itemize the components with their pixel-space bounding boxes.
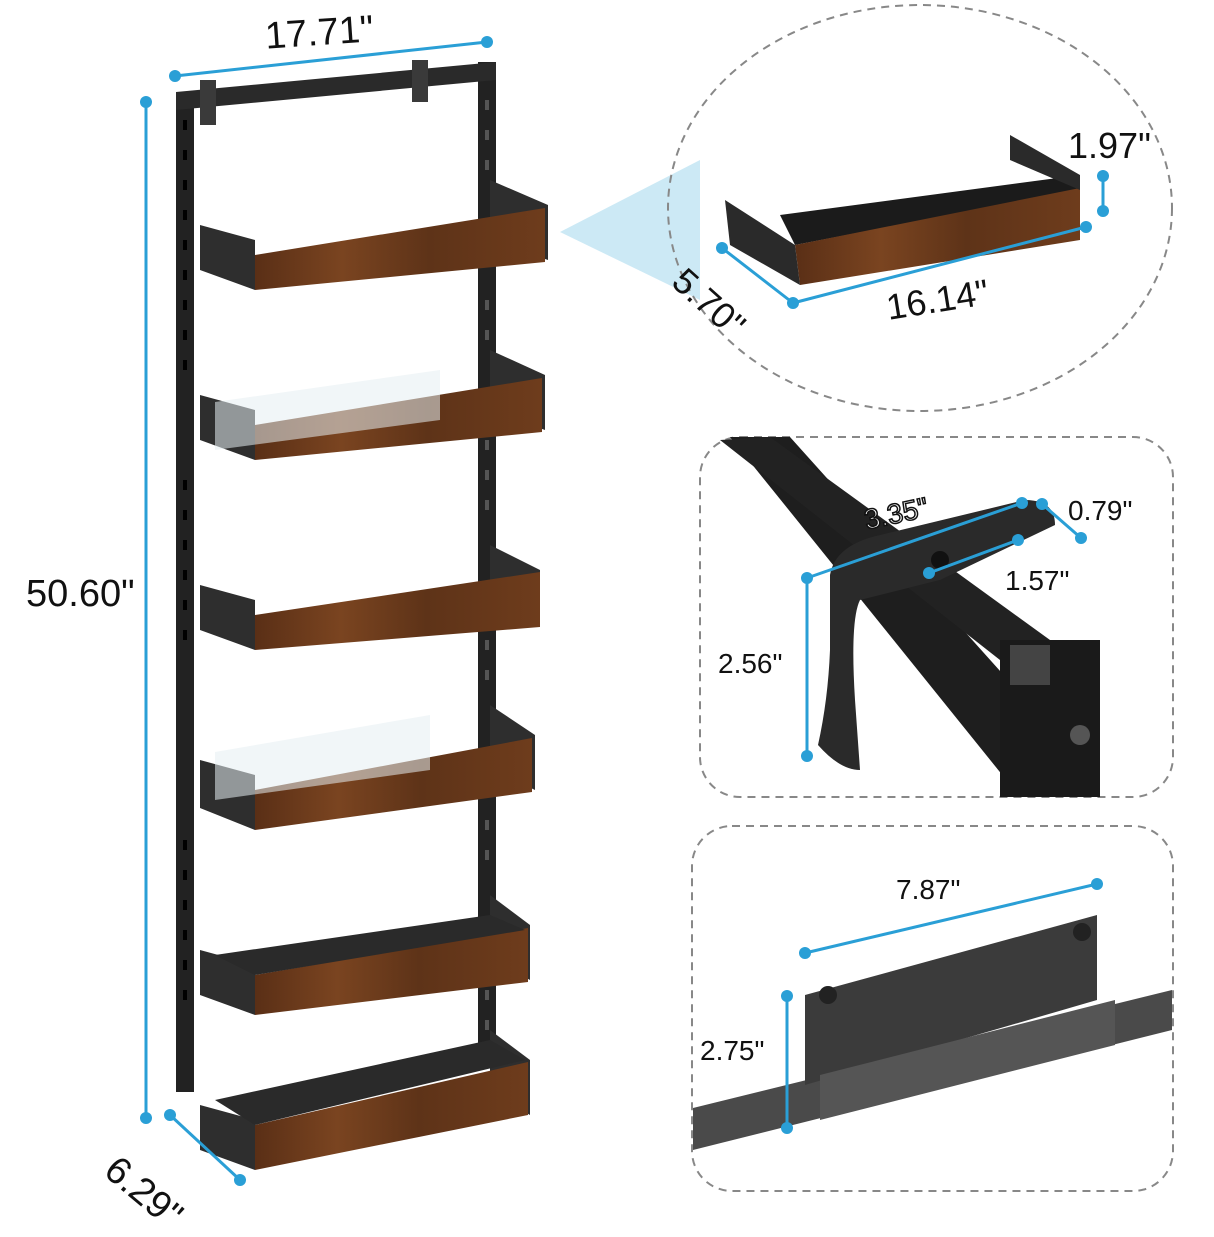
rack-frame — [176, 60, 496, 1092]
rack-width-label: 17.71" — [263, 8, 375, 58]
hook-width-label: 0.79" — [1068, 495, 1133, 526]
bracket-height-label: 2.75" — [700, 1035, 765, 1066]
bracket-length-label: 7.87" — [896, 874, 961, 905]
detail-door-hook — [699, 436, 1174, 798]
detail-basket — [667, 4, 1173, 412]
shelf-4 — [200, 705, 535, 830]
rack-shelves — [200, 180, 548, 1170]
rack-height-label: 50.60" — [26, 573, 135, 615]
hook-height-label: 2.56" — [718, 648, 783, 679]
hook-slot-label: 1.57" — [1005, 565, 1070, 596]
main-dimension-lines — [140, 36, 493, 1186]
basket-height-label: 1.97" — [1068, 125, 1151, 166]
detail-wall-bracket — [691, 825, 1174, 1192]
shelf-3 — [200, 545, 540, 650]
shelf-5 — [200, 895, 530, 1015]
shelf-1 — [200, 180, 548, 290]
shelf-2 — [200, 350, 545, 460]
callout-beam — [560, 160, 700, 300]
shelf-6 — [200, 1030, 530, 1170]
